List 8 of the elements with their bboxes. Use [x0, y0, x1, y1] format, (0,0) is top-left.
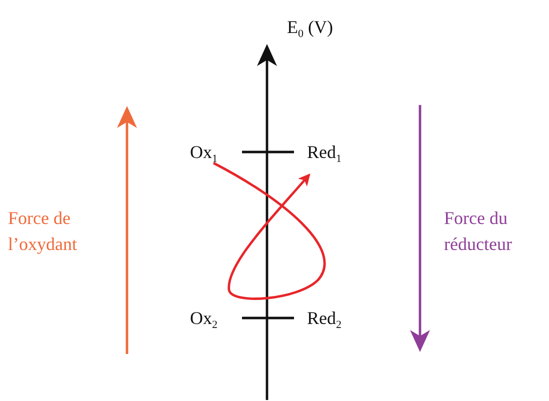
species-label: Ox$_{1}$ — [190, 141, 218, 163]
force-label: Force de l’oxydant — [8, 207, 78, 256]
species-label: Red$_{1}$ — [307, 141, 342, 163]
axis-label: E$_{0}$ (V) — [287, 16, 333, 40]
species-label: Ox$_{2}$ — [190, 307, 218, 329]
force-label: Force du réducteur — [444, 207, 513, 256]
species-label: Red$_{2}$ — [307, 307, 342, 329]
reaction-arrow — [212, 162, 326, 300]
